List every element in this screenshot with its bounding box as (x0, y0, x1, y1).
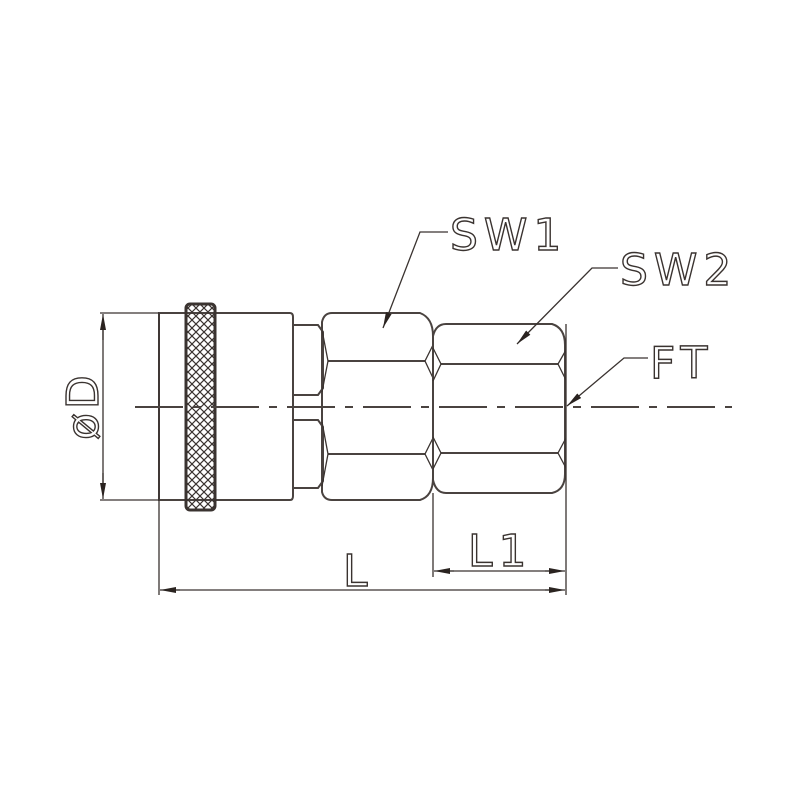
sw2-label: SW2 (620, 245, 737, 296)
diameter-label: øD (58, 371, 109, 440)
sw1-leader (382, 231, 448, 329)
diameter-dimension (100, 312, 159, 501)
hex-sw2 (432, 323, 567, 595)
length-label: L (343, 546, 374, 597)
ft-leader (566, 357, 648, 407)
sw1-label: SW1 (450, 210, 567, 261)
ft-label: FT (650, 338, 713, 389)
socket-body (158, 312, 294, 595)
sw2-leader (516, 267, 618, 345)
length1-label: L1 (468, 526, 533, 577)
